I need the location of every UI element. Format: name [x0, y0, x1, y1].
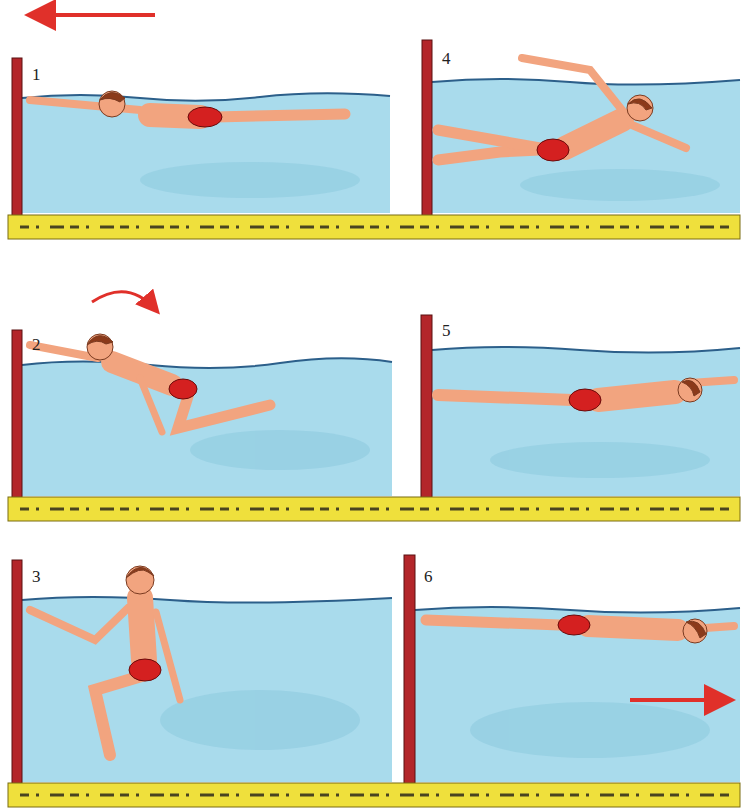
callout-number: 6	[422, 568, 435, 585]
water-shade	[140, 162, 720, 758]
direction-arrow	[32, 15, 728, 700]
swimmer	[30, 58, 734, 755]
callout-number: 5	[440, 322, 453, 339]
swim-trunks	[129, 107, 601, 681]
measuring-bar	[8, 215, 740, 807]
callout-number: 2	[30, 336, 43, 353]
callout-number: 4	[440, 50, 453, 67]
water	[22, 79, 740, 782]
callout-number: 1	[30, 66, 43, 83]
pool-wall	[12, 40, 432, 784]
callout-number: 3	[30, 568, 43, 585]
swimmer-head	[87, 91, 707, 643]
water-surface	[22, 79, 740, 613]
